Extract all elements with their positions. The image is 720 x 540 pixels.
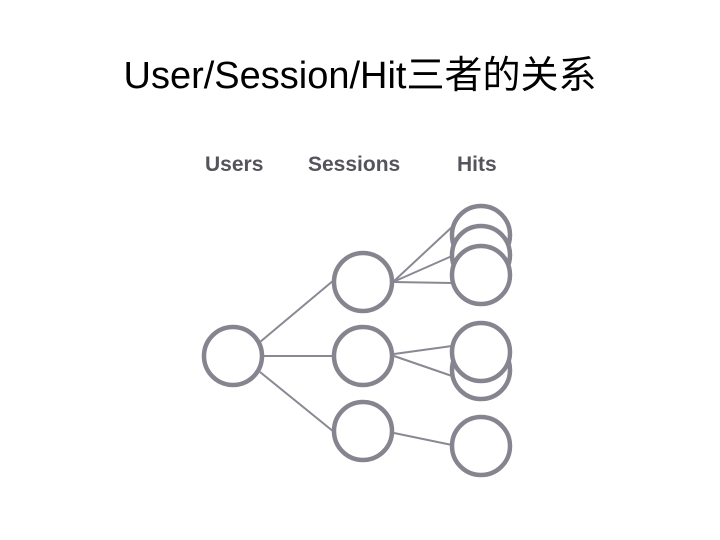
column-label-sessions: Sessions [308, 153, 401, 176]
edge-session3-hit6 [393, 432, 453, 446]
edge-session2-hit5 [393, 355, 453, 377]
edge-session1-hit2 [392, 255, 453, 283]
session-node [331, 324, 395, 388]
column-label-hits: Hits [457, 153, 497, 176]
column-label-users: Users [205, 153, 264, 176]
edge-session1-hit1 [392, 226, 453, 283]
user-node [201, 324, 265, 388]
hit-node [449, 414, 513, 478]
edge-session1-hit3 [392, 281, 453, 284]
slide-title: User/Session/Hit三者的关系 [123, 55, 597, 97]
session-node [331, 399, 395, 463]
hit-node [449, 320, 513, 384]
edge-user-session-3 [259, 371, 335, 433]
edges [259, 226, 453, 446]
edge-user-session-1 [259, 279, 335, 343]
hit-node [449, 243, 513, 307]
session-node [331, 250, 395, 314]
edge-session2-hit4 [393, 345, 453, 355]
